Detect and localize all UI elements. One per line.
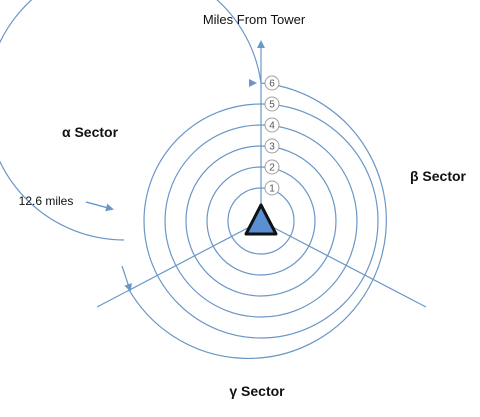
ring-badge-4: 4 [264, 117, 280, 133]
sector-boundary-right [260, 220, 427, 308]
tower-triangle-icon [244, 203, 278, 236]
ring-badge-2: 2 [264, 159, 280, 175]
axis-title: Miles From Tower [203, 12, 306, 27]
outer-ring-bottom-arrow [121, 265, 132, 292]
sector-boundary-left [96, 220, 262, 308]
ring-label-5: 5 [269, 100, 275, 111]
ring-label-3: 3 [269, 142, 275, 153]
outer-ring-right-arc [127, 82, 387, 360]
ring-label-1: 1 [269, 184, 275, 195]
gamma-sector-label: γ Sector [229, 383, 285, 399]
ring-badge-5: 5 [264, 96, 280, 112]
ring-label-2: 2 [269, 163, 275, 174]
ring-badges: 1 2 3 4 5 6 [264, 75, 280, 196]
ring-label-6: 6 [269, 79, 275, 90]
ring-badge-1: 1 [264, 180, 280, 196]
sector-boundaries [96, 220, 427, 308]
ring-label-4: 4 [269, 121, 275, 132]
ring-badge-3: 3 [264, 138, 280, 154]
callout-arrow [85, 201, 114, 212]
callout-label: 12.6 miles [19, 194, 74, 208]
ring-badge-6: 6 [264, 75, 280, 91]
outer-ring-left-arc [0, 0, 262, 241]
alpha-sector-label: α Sector [62, 124, 119, 140]
beta-sector-label: β Sector [410, 168, 467, 184]
